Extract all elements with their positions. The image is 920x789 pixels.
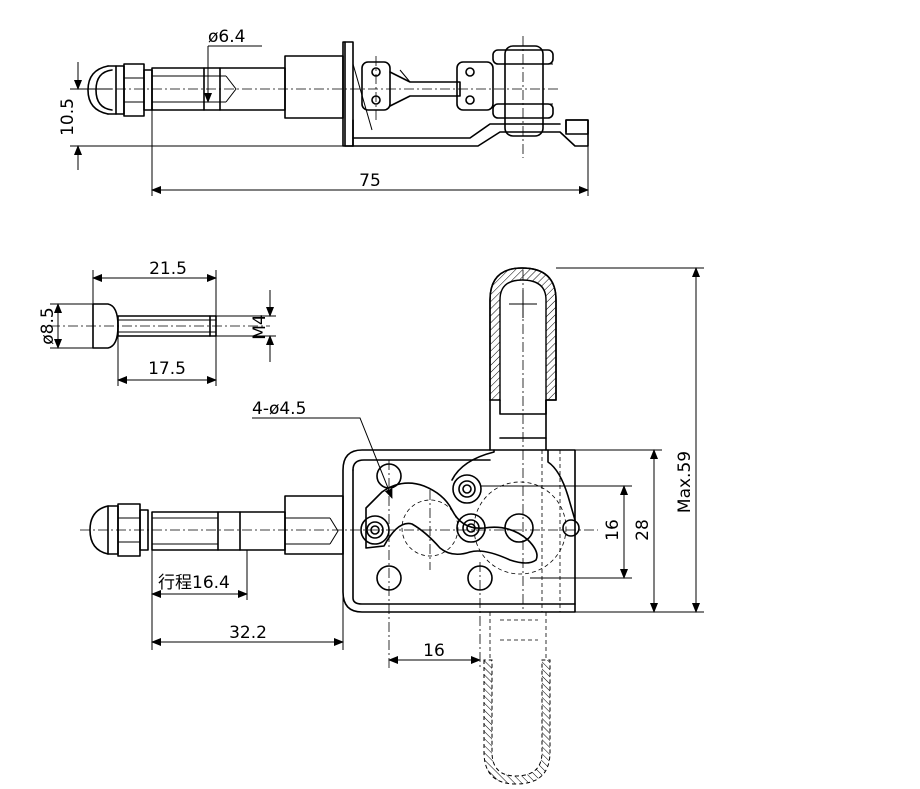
dim-spindle-dia-label: ø8.5 — [38, 307, 58, 344]
dim-top-shaft-dia-label: ø6.4 — [208, 27, 245, 47]
top-view: 10.5 ø6.4 75 — [58, 27, 589, 196]
front-linkage — [360, 449, 576, 564]
dim-max-height: Max.59 — [556, 267, 704, 613]
spindle-detail: 21.5 ø8.5 M4 17.5 — [38, 259, 276, 386]
front-handle — [489, 267, 557, 451]
dim-top-height-label: 10.5 — [58, 98, 78, 136]
dim-spindle-length-label: 21.5 — [149, 259, 187, 279]
dim-stroke-label: 行程16.4 — [158, 573, 230, 593]
dim-spindle-dia: ø8.5 — [38, 303, 93, 349]
dim-hole-spacing-horizontal: 16 — [388, 641, 481, 664]
dim-base-height-label: 28 — [633, 519, 653, 541]
dim-hole-spacing-vertical: 16 — [480, 485, 632, 579]
dim-spindle-thread-length: 17.5 — [117, 336, 217, 386]
dim-mounting-holes: 4-ø4.5 — [252, 399, 393, 499]
dim-spindle-thread-length-label: 17.5 — [148, 359, 186, 379]
dim-spindle-length: 21.5 — [92, 259, 217, 316]
dim-top-length: 75 — [151, 110, 589, 196]
dim-plunger-extent: 32.2 — [151, 554, 344, 650]
dim-hole-spacing-horizontal-label: 16 — [423, 641, 445, 661]
front-handle-phantom — [483, 612, 551, 785]
dim-top-shaft-dia: ø6.4 — [204, 27, 262, 103]
top-linkage — [361, 45, 589, 137]
dim-spindle-thread: M4 — [216, 290, 276, 362]
top-frame — [342, 41, 589, 147]
dim-top-length-label: 75 — [359, 171, 381, 191]
front-plunger — [151, 495, 344, 555]
top-spindle-cap — [87, 65, 125, 115]
top-guide-block — [284, 55, 344, 119]
top-nuts — [123, 63, 153, 117]
dim-mounting-holes-label: 4-ø4.5 — [252, 399, 306, 419]
dim-stroke: 行程16.4 — [151, 550, 248, 650]
dim-plunger-extent-label: 32.2 — [229, 623, 267, 643]
dim-top-height: 10.5 — [58, 62, 345, 170]
front-view: 4-ø4.5 Max.59 16 28 行程16.4 — [80, 267, 704, 785]
dim-base-height: 28 — [575, 449, 662, 613]
dim-max-height-label: Max.59 — [675, 451, 695, 513]
dim-spindle-thread-label: M4 — [250, 314, 270, 339]
dim-hole-spacing-vertical-label: 16 — [603, 519, 623, 541]
